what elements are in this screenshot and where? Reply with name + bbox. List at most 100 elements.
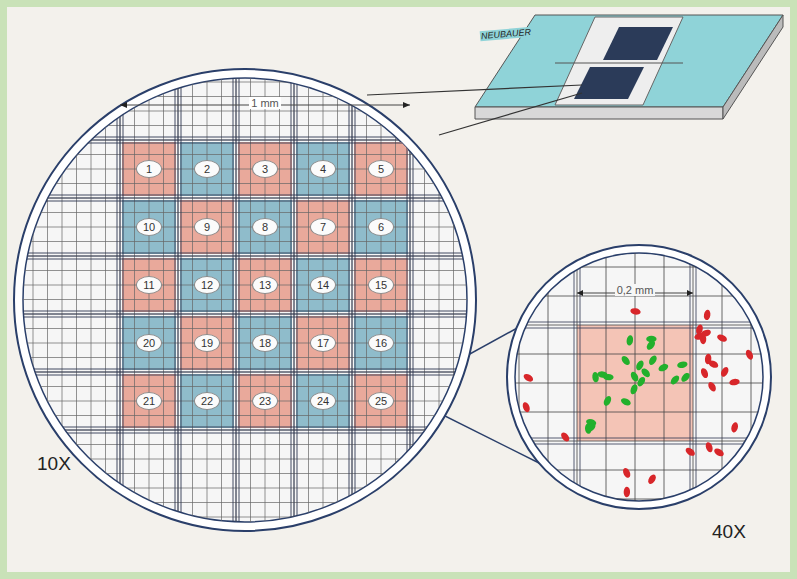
grid-line xyxy=(17,343,477,344)
grid-line xyxy=(178,67,179,537)
magnified-view-40x xyxy=(507,245,771,509)
grid-line xyxy=(497,328,777,329)
grid-line xyxy=(352,67,353,537)
grid-line xyxy=(17,183,477,184)
grid-line xyxy=(17,125,477,126)
grid-line xyxy=(17,169,477,170)
grid-line xyxy=(294,67,295,537)
grid-line xyxy=(349,67,350,537)
square-number-oval: 5 xyxy=(368,160,394,178)
square-number-oval: 9 xyxy=(194,218,220,236)
dimension-label: 1 mm xyxy=(249,97,281,109)
square-number-oval: 2 xyxy=(194,160,220,178)
square-number-oval: 20 xyxy=(136,334,162,352)
dead-cell xyxy=(647,473,658,485)
grid-line xyxy=(207,67,208,537)
magnification-label: 10X xyxy=(37,453,71,475)
dead-cell xyxy=(624,487,631,498)
grid-line xyxy=(497,470,777,471)
grid-line xyxy=(297,67,298,537)
square-number-oval: 19 xyxy=(194,334,220,352)
grid-line xyxy=(17,96,477,97)
square-number-oval: 4 xyxy=(310,160,336,178)
grid-line xyxy=(548,237,549,517)
grid-line xyxy=(17,195,477,196)
dead-cell xyxy=(730,422,739,434)
square-number-oval: 23 xyxy=(252,392,278,410)
grid-line xyxy=(424,67,425,537)
dead-cell xyxy=(719,366,730,378)
grid-line xyxy=(17,357,477,358)
counting-grid xyxy=(17,53,497,537)
live-cell xyxy=(620,355,632,367)
grid-line xyxy=(17,140,477,141)
live-cell xyxy=(629,371,640,383)
dead-cell xyxy=(707,381,718,393)
square-number-oval: 16 xyxy=(368,334,394,352)
square-number: 14 xyxy=(317,279,329,291)
grid-line xyxy=(577,237,578,517)
live-cell xyxy=(602,395,613,407)
grid-line xyxy=(17,198,477,199)
live-cell xyxy=(585,421,597,433)
grid-line xyxy=(120,67,121,537)
grid-line xyxy=(221,67,222,537)
grid-line xyxy=(149,67,150,537)
square-number: 2 xyxy=(204,163,210,175)
live-cell xyxy=(640,367,652,379)
grid-line xyxy=(17,502,477,503)
grid-line xyxy=(17,415,477,416)
grid-line xyxy=(123,67,124,537)
dead-cell xyxy=(522,372,534,383)
grid-line xyxy=(664,237,665,517)
grid-line xyxy=(497,67,498,537)
dimension-label: 0,2 mm xyxy=(615,284,656,296)
grid-line xyxy=(17,517,477,518)
grid-line xyxy=(17,82,477,83)
grid-line xyxy=(105,67,106,537)
grid-line xyxy=(17,459,477,460)
grid-line xyxy=(17,256,477,257)
grid-line xyxy=(497,444,777,445)
grid-line xyxy=(17,201,477,202)
grid-line xyxy=(294,67,295,537)
grid-line xyxy=(490,237,491,517)
grid-line xyxy=(439,67,440,537)
grid-line xyxy=(413,67,414,537)
grid-line xyxy=(17,212,477,213)
chamber-illustration xyxy=(7,7,790,572)
grid-line xyxy=(17,285,477,286)
grid-line xyxy=(76,67,77,537)
square-number-oval: 25 xyxy=(368,392,394,410)
grid-line xyxy=(134,67,135,537)
grid-line xyxy=(497,322,777,323)
grid-line xyxy=(17,259,477,260)
grid-line xyxy=(497,499,777,500)
grid-line xyxy=(17,473,477,474)
square-number: 20 xyxy=(143,337,155,349)
grid-line xyxy=(17,430,477,431)
dead-cell xyxy=(704,354,711,365)
grid-line xyxy=(497,438,777,439)
grid-line xyxy=(233,67,234,537)
grid-line xyxy=(497,354,777,355)
square-number: 15 xyxy=(375,279,387,291)
grid-line xyxy=(17,53,477,54)
grid-line xyxy=(17,67,477,68)
square-number-oval: 14 xyxy=(310,276,336,294)
grid-line xyxy=(17,253,477,254)
live-cell xyxy=(677,361,688,369)
square-number-oval: 10 xyxy=(136,218,162,236)
grid-line xyxy=(17,427,477,428)
dead-cell xyxy=(729,378,740,386)
grid-line xyxy=(117,67,118,537)
square-number-oval: 1 xyxy=(136,160,162,178)
square-number: 16 xyxy=(375,337,387,349)
square-number: 23 xyxy=(259,395,271,407)
grid-line xyxy=(192,67,193,537)
grid-line xyxy=(91,67,92,537)
grid-line xyxy=(291,67,292,537)
dead-cell xyxy=(695,324,704,336)
square-number: 5 xyxy=(378,163,384,175)
dead-cell xyxy=(684,446,696,457)
